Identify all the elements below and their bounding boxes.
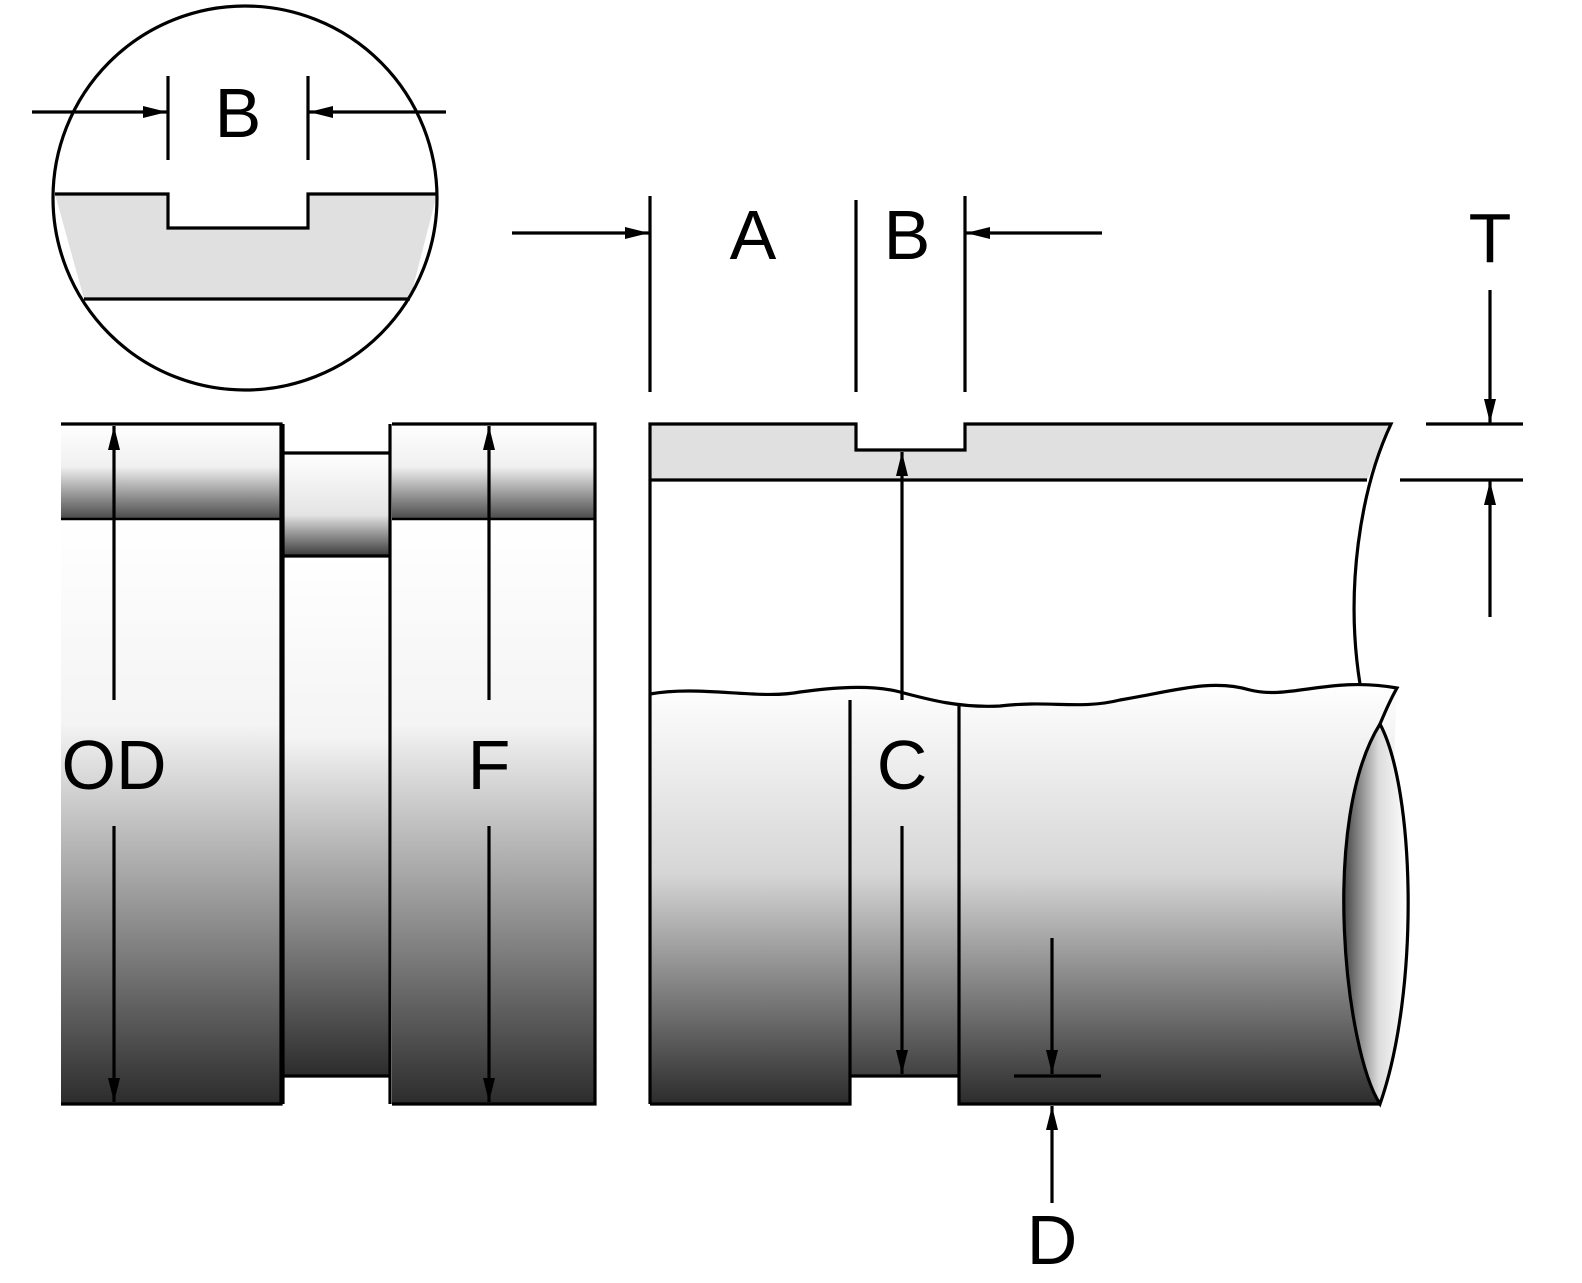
groove-body xyxy=(283,556,390,1076)
pipe-external-view: OD F xyxy=(61,422,597,1106)
right-segment-top-band xyxy=(392,424,595,519)
section-break-line xyxy=(649,682,1400,725)
section-bottom-outline xyxy=(650,700,1380,1106)
section-outline xyxy=(648,422,1394,1104)
label-d: D xyxy=(1027,1201,1078,1279)
detail-label-b: B xyxy=(215,74,262,152)
wall-section xyxy=(650,424,1391,480)
label-c: C xyxy=(877,726,928,804)
label-a: A xyxy=(730,196,777,274)
detail-groove-profile xyxy=(55,192,437,230)
label-od: OD xyxy=(62,726,167,804)
right-segment-body xyxy=(392,519,595,1104)
section-lower-body xyxy=(650,684,1397,1104)
groove-detail-view: B xyxy=(32,4,446,392)
detail-wall-section xyxy=(55,194,437,299)
groove-top-band xyxy=(283,453,390,556)
label-t: T xyxy=(1469,199,1512,277)
pipe-external-outline xyxy=(61,422,597,1106)
detail-circle xyxy=(51,4,439,392)
label-f: F xyxy=(468,726,511,804)
left-segment-top-band xyxy=(61,424,281,519)
pipe-section-view: A B T C D xyxy=(512,196,1523,1279)
label-b: B xyxy=(884,196,931,274)
left-segment-body xyxy=(61,519,281,1104)
